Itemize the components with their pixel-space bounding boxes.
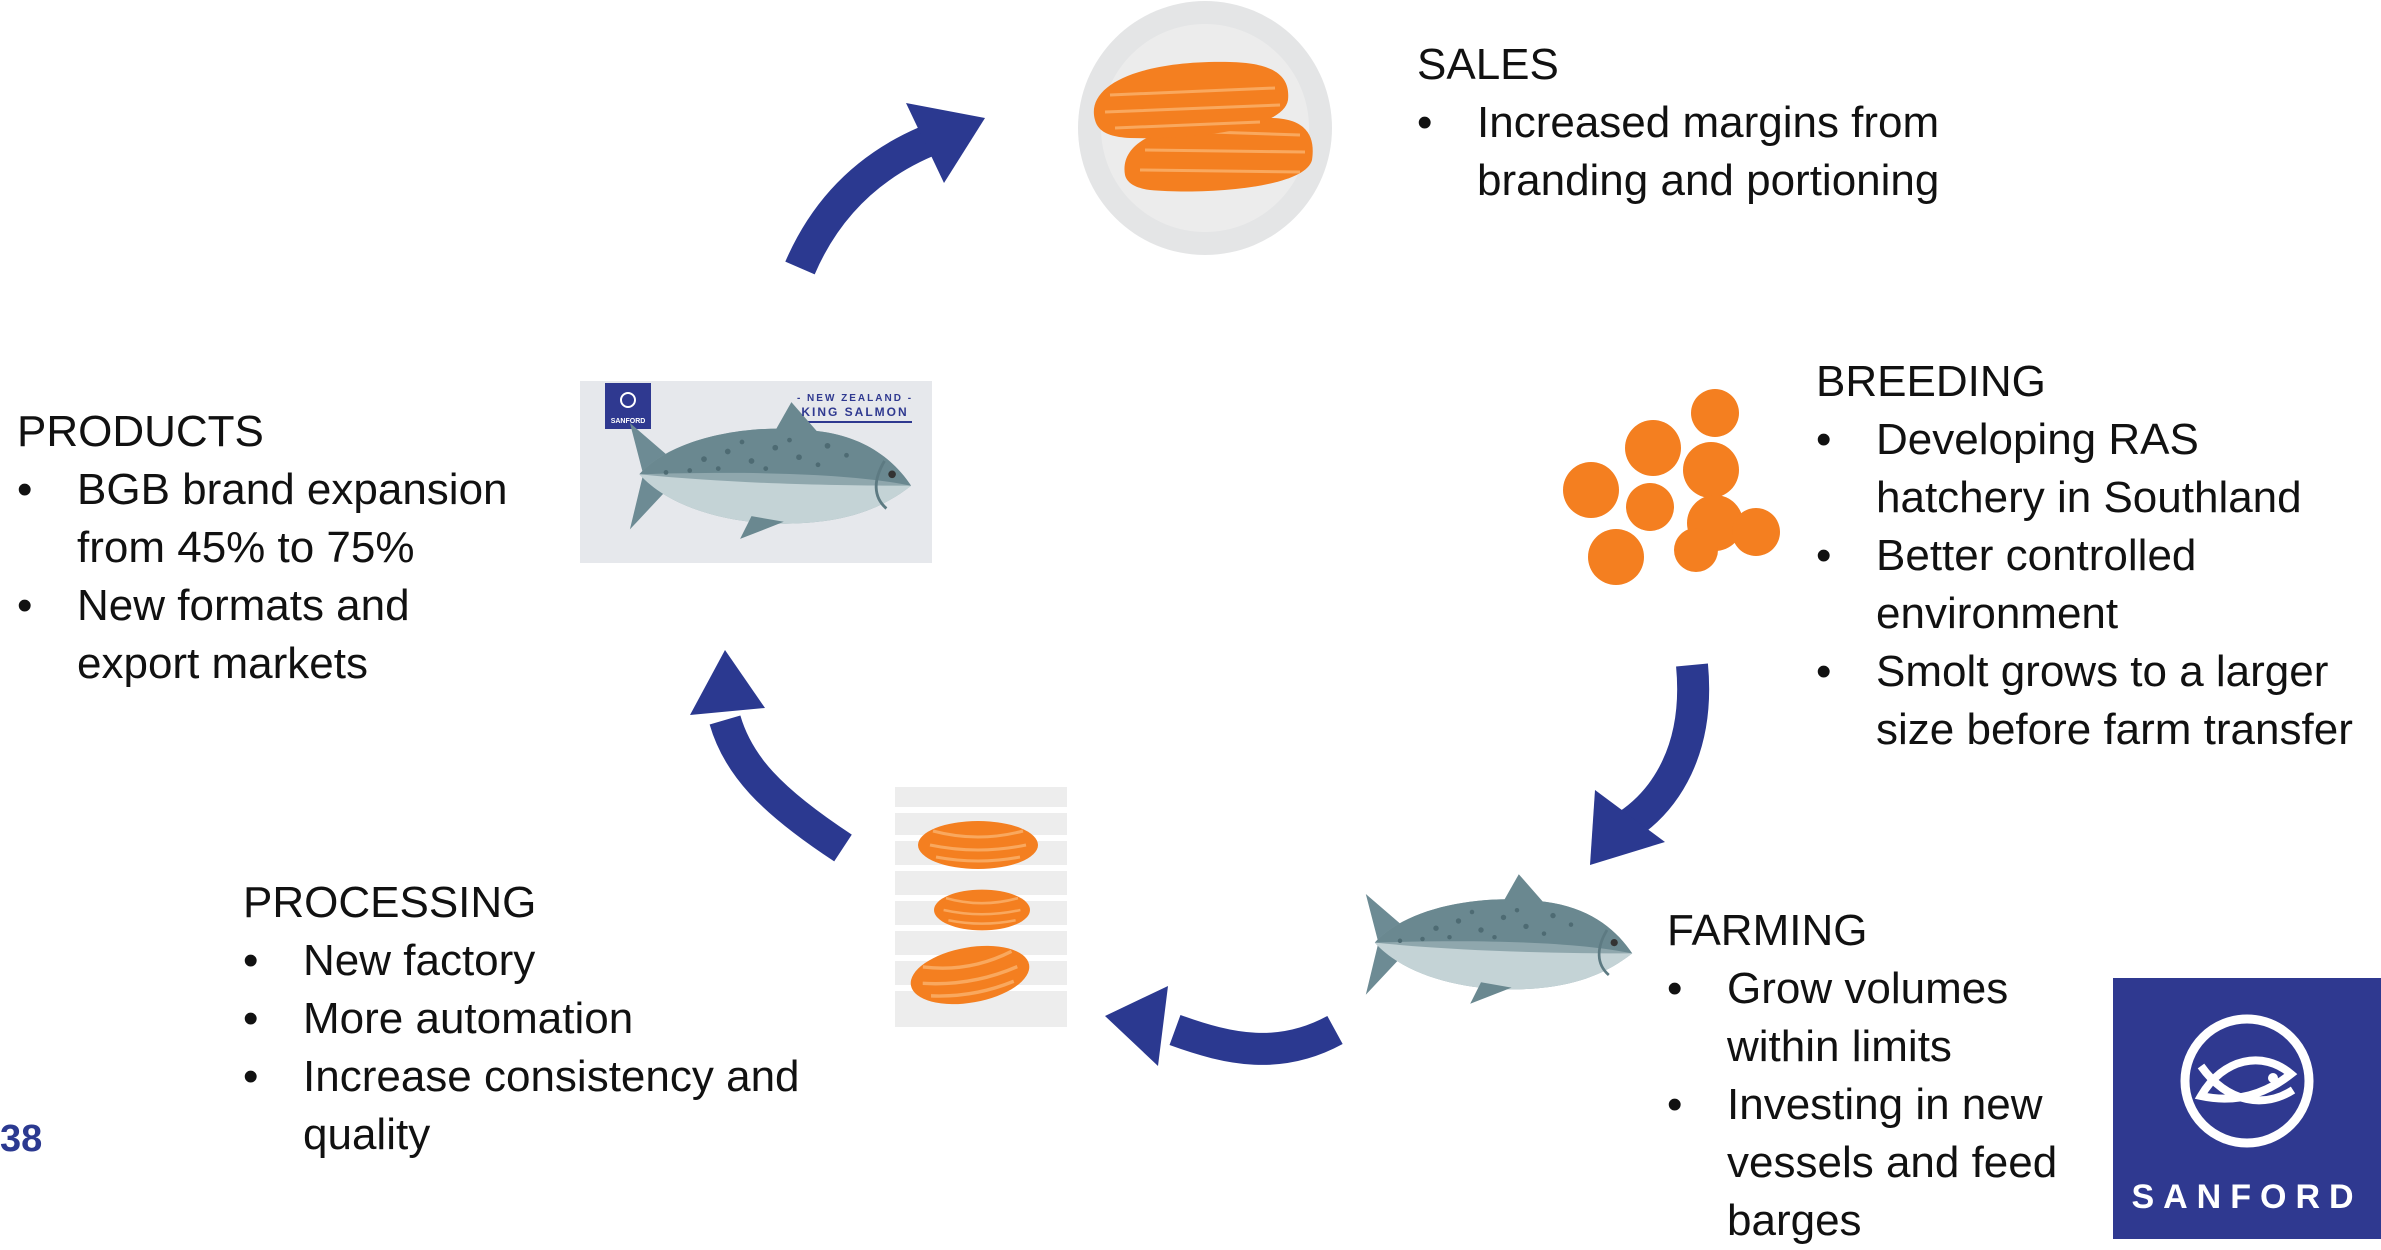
breeding-heading: BREEDING: [1816, 357, 2046, 406]
package-brand-mark: SANFORD: [610, 418, 646, 425]
package-title: KING SALMON: [801, 405, 909, 419]
farming-bullet: Investing in new vessels and feed barges: [1667, 1076, 2087, 1250]
products-bullets: BGB brand expansion from 45% to 75% New …: [17, 461, 537, 693]
sanford-fish-logo-icon: [2180, 1014, 2314, 1148]
sales-bullet-line: Increased margins from: [1477, 98, 1940, 147]
sanford-logo: SANFORD: [2113, 978, 2381, 1239]
cycle-arrow-icon: [1590, 663, 1710, 865]
farming-bullets: Grow volumes within limits Investing in …: [1667, 960, 2087, 1250]
sales-block: SALES Increased margins from branding an…: [1417, 36, 1977, 210]
sales-bullet: Increased margins from branding and port…: [1417, 94, 1977, 210]
sales-heading: SALES: [1417, 40, 1559, 89]
products-bullet: BGB brand expansion from 45% to 75%: [17, 461, 537, 577]
breeding-bullet: Better controlled environment: [1816, 527, 2356, 643]
package-subtitle: - NEW ZEALAND -: [796, 393, 914, 404]
farming-bullet: Grow volumes within limits: [1667, 960, 2087, 1076]
cycle-arrow-icon: [690, 650, 852, 862]
breeding-bullet: Developing RAS hatchery in Southland: [1816, 411, 2356, 527]
processing-block: PROCESSING New factory More automation I…: [243, 874, 843, 1164]
salmon-fish-icon: [1364, 872, 1634, 1006]
sanford-logo-text: SANFORD: [2131, 1178, 2363, 1216]
page-number: 38: [0, 1118, 43, 1160]
processing-bullet: Increase consistency and quality: [243, 1048, 843, 1164]
products-heading: PRODUCTS: [17, 407, 264, 456]
cycle-arrow-icon: [785, 103, 985, 275]
salmon-fillet-tray-icon: [895, 787, 1067, 1027]
products-block: PRODUCTS BGB brand expansion from 45% to…: [17, 403, 537, 693]
cycle-arrow-icon: [1105, 986, 1343, 1066]
sales-bullets: Increased margins from branding and port…: [1417, 94, 1977, 210]
breeding-bullets: Developing RAS hatchery in Southland Bet…: [1816, 411, 2356, 759]
salmon-portions-plate-icon: [1078, 1, 1332, 255]
processing-bullet: More automation: [243, 990, 843, 1048]
products-bullet: New formats and export markets: [17, 577, 537, 693]
king-salmon-package-icon: [580, 381, 932, 563]
processing-bullet: New factory: [243, 932, 843, 990]
breeding-bullet: Smolt grows to a larger size before farm…: [1816, 643, 2356, 759]
farming-heading: FARMING: [1667, 906, 1868, 955]
processing-bullets: New factory More automation Increase con…: [243, 932, 843, 1164]
farming-block: FARMING Grow volumes within limits Inves…: [1667, 902, 2087, 1250]
salmon-eggs-icon: [1563, 389, 1780, 585]
sales-bullet-line: branding and portioning: [1477, 156, 1940, 205]
processing-heading: PROCESSING: [243, 878, 537, 927]
breeding-block: BREEDING Developing RAS hatchery in Sout…: [1816, 353, 2356, 759]
